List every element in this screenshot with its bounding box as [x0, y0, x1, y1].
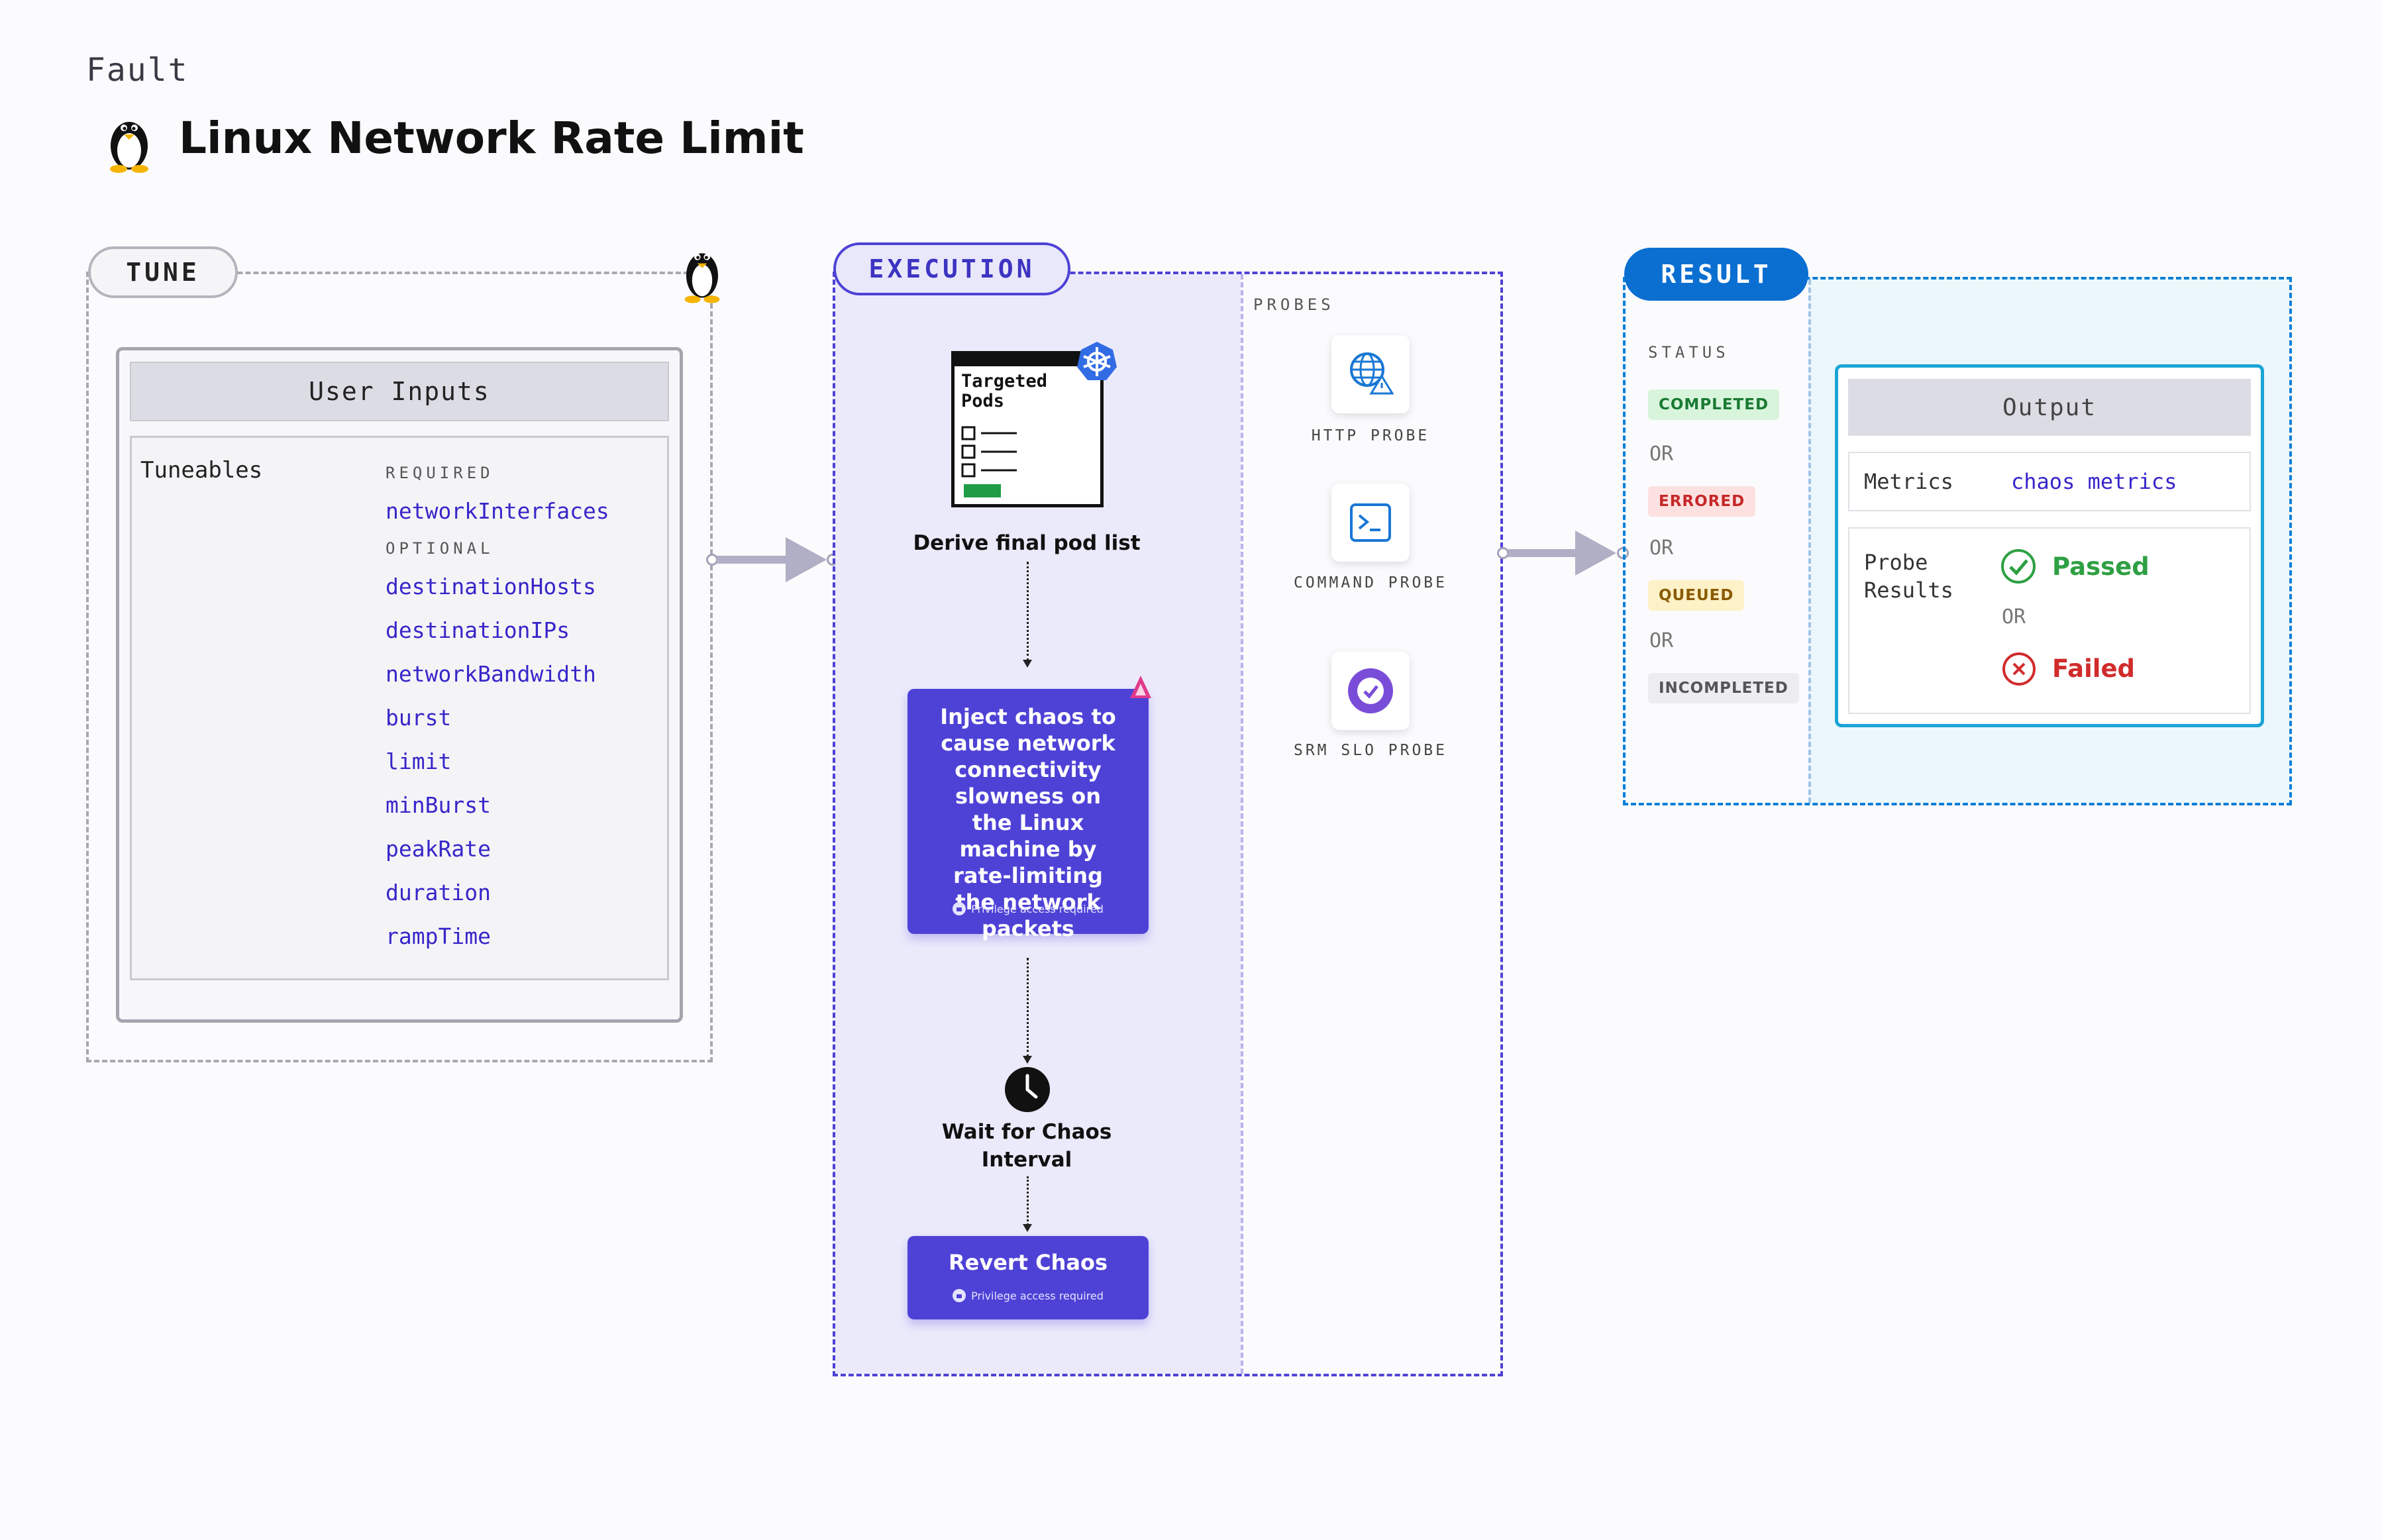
passed-result: Passed	[2052, 552, 2149, 581]
optional-label: OPTIONAL	[386, 539, 494, 558]
param-optional: limit	[386, 748, 452, 774]
lock-icon	[953, 1289, 966, 1302]
tune-section	[86, 272, 713, 1062]
targeted-pods-label: Targeted Pods	[961, 371, 1048, 411]
param-optional: burst	[386, 705, 452, 731]
inject-chaos-step: Inject chaos to cause network connectivi…	[907, 689, 1149, 941]
param-optional: duration	[386, 880, 491, 905]
flow-connector-head	[1023, 1224, 1032, 1232]
flow-connector-head	[1023, 1056, 1032, 1064]
param-optional: destinationHosts	[386, 574, 596, 599]
status-badge-incompleted: INCOMPLETED	[1648, 673, 1799, 703]
srm-slo-probe-icon	[1348, 668, 1393, 713]
http-probe-card	[1331, 335, 1410, 413]
flow-connector-head	[1023, 660, 1032, 668]
or-separator: OR	[1649, 537, 1674, 560]
progress-marker	[964, 484, 1001, 497]
linux-penguin-icon	[110, 122, 148, 173]
flow-connector	[1027, 958, 1029, 1057]
failed-result: Failed	[2052, 654, 2136, 683]
status-label: STATUS	[1648, 343, 1730, 362]
wait-chaos-interval-step: Wait for Chaos Interval	[941, 1120, 1112, 1172]
metrics-label: Metrics	[1864, 469, 1953, 494]
result-divider	[1808, 280, 1811, 803]
execution-divider	[1241, 274, 1243, 1374]
privilege-note: Privilege access required	[971, 1289, 1104, 1302]
metrics-row	[1848, 452, 2251, 511]
flow-connector	[1027, 562, 1029, 661]
probes-label: PROBES	[1253, 295, 1335, 314]
output-header: Output	[1848, 379, 2251, 436]
tuneables-label: Tuneables	[140, 457, 263, 484]
result-pill: RESULT	[1624, 248, 1808, 301]
tune-pill: TUNE	[88, 246, 238, 298]
probe-results-row	[1848, 527, 2251, 714]
status-badge-errored: ERRORED	[1648, 486, 1756, 517]
tuneables-box	[130, 436, 669, 980]
probe-results-label: Probe Results	[1864, 550, 1953, 603]
flow-arrow	[717, 556, 790, 564]
execution-section	[833, 272, 1503, 1376]
param-optional: peakRate	[386, 836, 491, 862]
http-probe-label: HTTP PROBE	[1311, 427, 1430, 444]
kubernetes-icon	[1077, 342, 1117, 380]
param-optional: minBurst	[386, 792, 491, 818]
param-optional: destinationIPs	[386, 617, 570, 643]
srm-slo-probe-label: SRM SLO PROBE	[1293, 742, 1447, 759]
flow-arrow	[1508, 549, 1579, 557]
required-label: REQUIRED	[386, 464, 494, 482]
chaos-burst-icon	[1130, 676, 1151, 698]
user-inputs-header: User Inputs	[130, 362, 669, 421]
or-separator: OR	[1649, 629, 1674, 652]
param-required: networkInterfaces	[386, 498, 609, 524]
srm-slo-probe-card	[1331, 652, 1410, 730]
command-probe-icon	[1350, 503, 1391, 542]
checklist-icon	[961, 426, 1017, 478]
flow-connector	[1027, 1176, 1029, 1225]
page-title: Linux Network Rate Limit	[179, 113, 804, 164]
x-circle-icon	[2002, 652, 2036, 686]
check-circle-icon	[2001, 549, 2036, 584]
command-probe-label: COMMAND PROBE	[1293, 574, 1447, 591]
targeted-pods-card: Targeted Pods	[951, 351, 1104, 507]
privilege-note: Privilege access required	[971, 902, 1104, 915]
http-probe-icon	[1350, 352, 1394, 395]
flow-arrow-head	[1575, 531, 1616, 576]
param-optional: networkBandwidth	[386, 661, 596, 687]
result-section	[1623, 277, 2292, 805]
linux-penguin-icon	[684, 253, 720, 303]
or-separator: OR	[1649, 442, 1674, 466]
command-probe-card	[1331, 484, 1410, 562]
status-badge-completed: COMPLETED	[1648, 389, 1780, 420]
flow-arrow-head	[786, 537, 827, 582]
clock-icon	[1005, 1067, 1050, 1112]
derive-pod-list-step: Derive final pod list	[913, 531, 1141, 555]
status-badge-queued: QUEUED	[1648, 580, 1745, 611]
fault-kicker: Fault	[86, 52, 189, 89]
revert-chaos-step: Revert Chaos Privilege access required	[907, 1236, 1149, 1319]
param-optional: rampTime	[386, 923, 491, 949]
execution-pill: EXECUTION	[833, 242, 1070, 295]
lock-icon	[953, 902, 966, 915]
chaos-metrics-link[interactable]: chaos metrics	[2011, 469, 2177, 494]
or-separator: OR	[2002, 605, 2026, 629]
